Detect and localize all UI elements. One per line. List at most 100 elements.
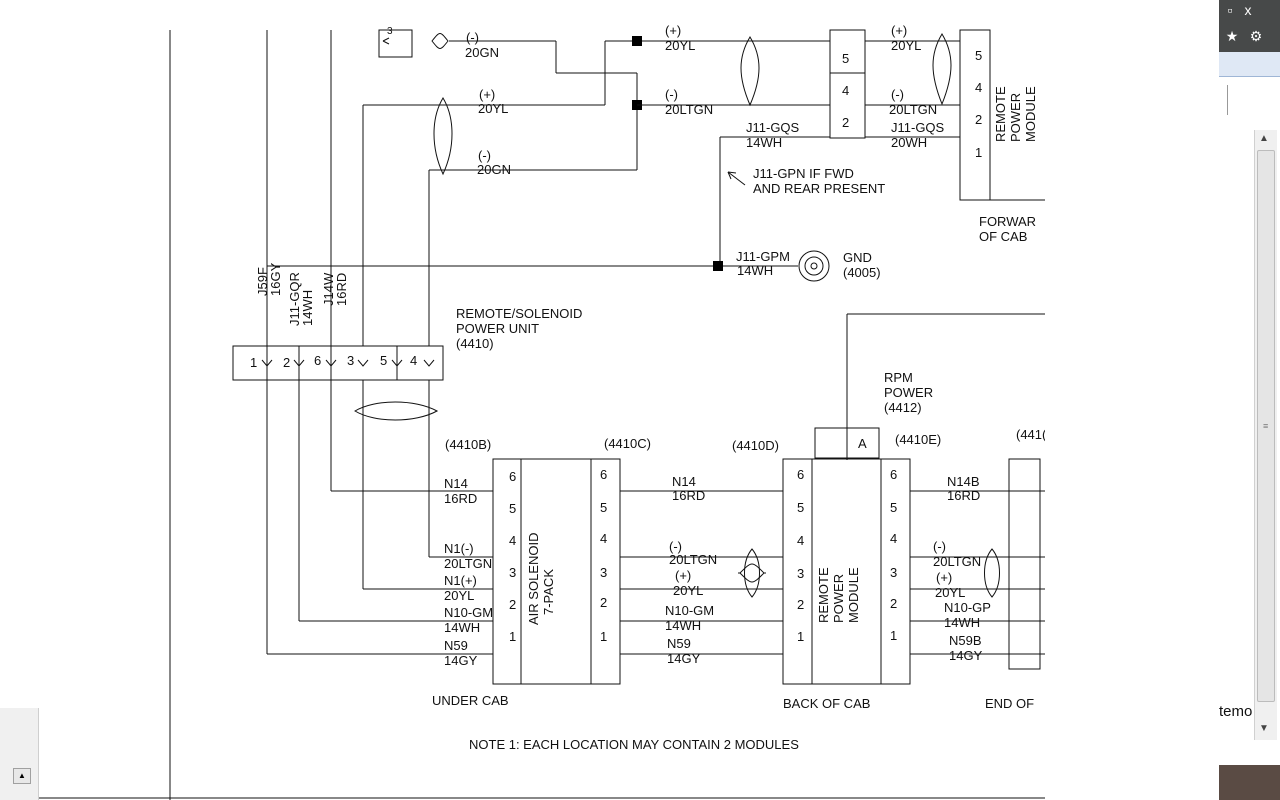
svg-text:1: 1 (509, 629, 516, 644)
wire-label: 14WH (300, 290, 315, 326)
pin-num: 3 (347, 353, 354, 368)
svg-text:2: 2 (600, 595, 607, 610)
pin-num: 4 (975, 80, 982, 95)
pins-4410b: 6 5 4 3 2 1 (509, 469, 516, 644)
svg-text:N14: N14 (672, 474, 696, 489)
svg-text:N1(+): N1(+) (444, 573, 477, 588)
splice-node (713, 261, 723, 271)
mid-wire-labels: N14 16RD (-) 20LTGN (+) 20YL N10-GM 14WH… (665, 474, 717, 666)
svg-text:2: 2 (797, 597, 804, 612)
conn-code: (4410E) (895, 432, 941, 447)
pin-num: 4 (410, 353, 417, 368)
wire-label: 14WH (737, 263, 773, 278)
wire-label: J11-GQS (746, 120, 800, 135)
svg-text:16RD: 16RD (444, 491, 477, 506)
svg-text:(+): (+) (675, 568, 691, 583)
location-label: END OF (985, 696, 1034, 711)
note-text: J11-GPN IF FWD (753, 166, 854, 181)
wire-label: 20GN (465, 45, 499, 60)
twist-symbol-b (740, 36, 760, 107)
conn-code: (4410B) (445, 437, 491, 452)
svg-text:5: 5 (600, 500, 607, 515)
scroll-thumb[interactable]: ≡ (1257, 150, 1275, 702)
svg-text:20YL: 20YL (935, 585, 965, 600)
pin-num: 6 (314, 353, 321, 368)
title-bar: ▫ x (1219, 0, 1280, 20)
unit-label: POWER UNIT (456, 321, 539, 336)
svg-text:N59B: N59B (949, 633, 982, 648)
wire-label: (-) (665, 87, 678, 102)
svg-text:20LTGN: 20LTGN (669, 552, 717, 567)
svg-text:N59: N59 (444, 638, 468, 653)
wire-label: J59F (255, 267, 270, 296)
svg-text:1: 1 (797, 629, 804, 644)
ground-symbol (798, 250, 830, 282)
pin-num: 5 (975, 48, 982, 63)
svg-text:N14B: N14B (947, 474, 980, 489)
twist-symbol-f2 (744, 548, 760, 598)
note-arrow (727, 171, 737, 180)
svg-text:3: 3 (600, 565, 607, 580)
pin-num: 4 (842, 83, 849, 98)
browser-chrome-fragment: ▫ x ★ ⚙ ▲ ≡ ▼ temo (1219, 0, 1280, 800)
settings-gear-icon[interactable]: ⚙ (1249, 27, 1263, 44)
note-text: AND REAR PRESENT (753, 181, 885, 196)
connector-end (1008, 458, 1041, 670)
svg-text:14GY: 14GY (949, 648, 983, 663)
location-label: UNDER CAB (432, 693, 509, 708)
pins-4410d: 6 5 4 3 2 1 (797, 467, 804, 644)
svg-text:6: 6 (797, 467, 804, 482)
location-label: OF CAB (979, 229, 1027, 244)
scroll-up-arrow-icon[interactable]: ▲ (13, 768, 31, 784)
conn-code: (441( (1016, 427, 1045, 442)
svg-text:3: 3 (890, 565, 897, 580)
pin-num: 1 (250, 355, 257, 370)
restore-icon[interactable]: ▫ (1227, 2, 1233, 18)
pin-num: 5 (842, 51, 849, 66)
wire-label: (-) (478, 148, 491, 163)
pin-arrows (261, 359, 435, 367)
svg-text:14WH: 14WH (944, 615, 980, 630)
scroll-down-icon[interactable]: ▼ (1259, 723, 1269, 734)
under-cab-wire-labels: N14 16RD N1(-) 20LTGN N1(+) 20YL N10-GM … (444, 476, 493, 668)
svg-text:N14: N14 (444, 476, 468, 491)
favorites-star-icon[interactable]: ★ (1225, 27, 1239, 44)
close-icon[interactable]: x (1244, 2, 1252, 18)
partial-label: 3 (387, 26, 393, 37)
wire-label: J11-GQS (891, 120, 945, 135)
location-label: FORWAR (979, 214, 1036, 229)
svg-text:4: 4 (600, 531, 607, 546)
twist-symbol-g (984, 548, 1000, 598)
taskbar-fragment (1219, 765, 1280, 800)
pin-num: 1 (975, 145, 982, 160)
vertical-scrollbar[interactable]: ▲ ≡ ▼ (1254, 130, 1277, 740)
partial-text: temo (1219, 703, 1253, 720)
twist-symbol-e (354, 401, 439, 421)
right-wire-labels: N14B 16RD (-) 20LTGN (+) 20YL N10-GP 14W… (933, 474, 991, 663)
wire-label: 16GY (268, 262, 283, 296)
left-scrollbar[interactable]: ▲ (0, 708, 39, 800)
svg-text:4: 4 (890, 531, 897, 546)
twist-symbol-c (932, 33, 952, 106)
svg-text:(-): (-) (669, 539, 682, 554)
module-label: REMOTE (816, 567, 831, 623)
module-label: MODULE (1023, 86, 1038, 142)
pin-num: 5 (380, 353, 387, 368)
wire-label: 20LTGN (665, 102, 713, 117)
pin-num: A (858, 436, 867, 451)
module-label: 7-PACK (541, 569, 556, 615)
splice-node (632, 36, 642, 46)
scroll-up-icon[interactable]: ▲ (1259, 133, 1269, 144)
svg-text:N10-GM: N10-GM (444, 605, 493, 620)
unit-code: (4412) (884, 400, 922, 415)
svg-text:20LTGN: 20LTGN (933, 554, 981, 569)
pins-4410e: 6 5 4 3 2 1 (890, 467, 897, 643)
svg-text:4: 4 (509, 533, 516, 548)
ground-code: (4005) (843, 265, 881, 280)
address-bar[interactable] (1219, 52, 1280, 77)
svg-text:20YL: 20YL (673, 583, 703, 598)
svg-text:5: 5 (509, 501, 516, 516)
wire-label: (+) (665, 23, 681, 38)
panel-edge (1219, 85, 1228, 115)
wire-label: 20LTGN (889, 102, 937, 117)
